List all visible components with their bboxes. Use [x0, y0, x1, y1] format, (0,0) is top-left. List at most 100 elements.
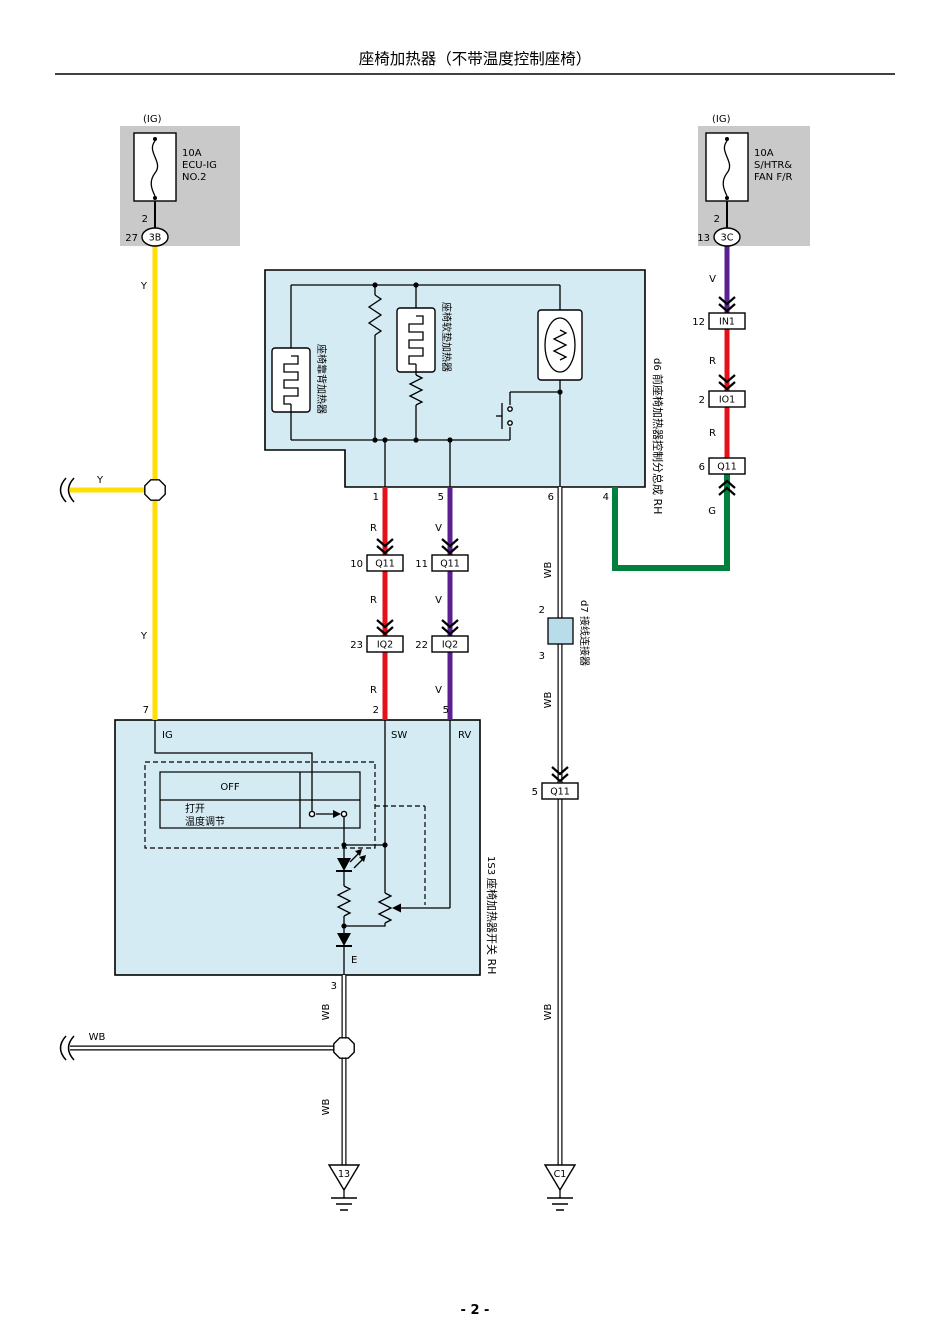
module-pin-1: 1 [373, 492, 379, 503]
connector-arrow-icon [441, 619, 459, 636]
junction-dot [413, 437, 419, 443]
led-icon [337, 858, 351, 871]
ig-feed-line [154, 720, 313, 811]
diode-icon [337, 933, 351, 946]
page-title: 座椅加热器（不带温度控制座椅） [359, 50, 592, 68]
junction-connector-square [547, 617, 574, 645]
conn-3b-pin: 27 [125, 233, 138, 244]
ground-triangle [327, 1164, 361, 1192]
connector-io1 [708, 390, 746, 408]
resistor-icon [408, 374, 424, 406]
switch-pin-2: 2 [373, 705, 379, 716]
wire-label-g: G [708, 506, 716, 517]
green-wire-feed [612, 474, 730, 571]
wire-label-y: Y [140, 281, 148, 292]
harness-break-icon [59, 477, 75, 503]
heater-switch-code: 1S3 [485, 856, 496, 875]
fuse-right-pin: 2 [714, 214, 720, 225]
wire-label-v: V [709, 274, 716, 285]
wire-color-labels: Y Y Y R R R V V V V R R G WB WB WB WB WB… [89, 274, 717, 1115]
module-pin-6: 6 [548, 492, 554, 503]
fuse-right-name2: FAN F/R [754, 172, 792, 183]
junction-dot [382, 437, 388, 443]
fuse-right: (IG) 10A S/HTR& FAN F/R 2 13 3C [697, 114, 792, 247]
resistor-icon [336, 885, 352, 917]
switch-contact [507, 420, 513, 426]
terminal-e: E [351, 955, 357, 966]
control-module-name: 前座椅加热器控制分总成 RH [651, 374, 665, 514]
wire-label-v: V [435, 595, 442, 606]
fuse-left-rating: 10A [182, 148, 202, 159]
led-emission-arrow-icon [359, 855, 366, 862]
switch-pin-7: 7 [143, 705, 149, 716]
connector-arrow-icon [376, 538, 394, 555]
fuse-terminal [725, 196, 729, 200]
wire-label-r: R [370, 685, 377, 696]
wire-label-v: V [435, 523, 442, 534]
switch-pin-5: 5 [443, 705, 449, 716]
wire-label-y: Y [96, 475, 104, 486]
heater-switch-name: 座椅加热器开关 RH [485, 878, 499, 974]
ground-left-code: 13 [338, 1169, 350, 1180]
fuse-left-housing [133, 132, 177, 202]
fuse-terminal [153, 196, 157, 200]
resistor-icon [367, 294, 383, 336]
junction-dot [557, 389, 563, 395]
junction-dot [372, 282, 378, 288]
junction-pin-bottom: 3 [539, 651, 545, 662]
terminal-ig: IG [162, 730, 173, 741]
led-emission-arrow-icon [355, 849, 362, 856]
connector-arrow-icon [718, 296, 736, 313]
wire-yellow-ig [70, 246, 158, 720]
connector-3c-oval [713, 227, 741, 247]
conn-3c-code: 3C [721, 233, 734, 244]
connector-iq2-sw [366, 635, 404, 653]
connector-q11-wb [541, 782, 579, 800]
connector-q11-feed [708, 457, 746, 475]
fuse-terminal [725, 137, 729, 141]
thermostat-bulb-icon [544, 317, 576, 373]
junction-dot [382, 842, 388, 848]
fuse-element-icon [150, 140, 159, 197]
heater-switch-internals: OFF 打开 温度调节 IG SW RV [143, 705, 499, 992]
connector-q11-rv-code: Q11 [440, 559, 460, 570]
fuse-left-pin: 2 [142, 214, 148, 225]
splice-node-wb [333, 1037, 355, 1059]
connector-q11-sw-pin: 10 [350, 559, 363, 570]
connector-q11-rv [431, 554, 469, 572]
fuse-left-name2: NO.2 [182, 172, 207, 183]
terminal-rv: RV [458, 730, 471, 741]
wire-wb-switch [70, 975, 347, 1165]
wire-label-r: R [709, 428, 716, 439]
connector-q11-feed-code: Q11 [717, 462, 737, 473]
junction-connector-code: d7 [578, 600, 589, 613]
connector-q11-wb-code: Q11 [550, 787, 570, 798]
fuse-left: (IG) 10A ECU-IG NO.2 2 27 3B [125, 114, 217, 247]
junction-nodes [59, 477, 355, 1061]
fuse-right-name1: S/HTR& [754, 160, 792, 171]
junction-dot [413, 282, 419, 288]
connector-q11-feed-pin: 6 [699, 462, 705, 473]
terminal-sw: SW [391, 730, 407, 741]
switch-contact [308, 810, 316, 818]
wire-label-wb: WB [543, 561, 554, 578]
lead [344, 923, 386, 927]
wire-label-r: R [370, 595, 377, 606]
fuse-left-name1: ECU-IG [182, 160, 217, 171]
junction-dot [447, 437, 453, 443]
connector-iq2-rv [431, 635, 469, 653]
control-module-internals: 座椅靠背加热器 座椅软垫加热器 d6 前座椅加热器控制分总成 RH 1 5 6 … [271, 282, 665, 514]
heater-element-icon [283, 355, 299, 405]
switch-row-on: 打开 [185, 802, 205, 815]
thermostat-element-icon [552, 329, 568, 361]
connector-iq2-rv-code: IQ2 [442, 640, 458, 651]
module-pin-5: 5 [438, 492, 444, 503]
wire-label-wb: WB [321, 1098, 332, 1115]
wire-label-r: R [709, 356, 716, 367]
connector-arrow-icon [441, 538, 459, 555]
seat-cushion-heater-label: 座椅软垫加热器 [440, 302, 453, 372]
connector-iq2-sw-code: IQ2 [377, 640, 393, 651]
wire-label-y: Y [140, 631, 148, 642]
connector-io1-pin: 2 [699, 395, 705, 406]
